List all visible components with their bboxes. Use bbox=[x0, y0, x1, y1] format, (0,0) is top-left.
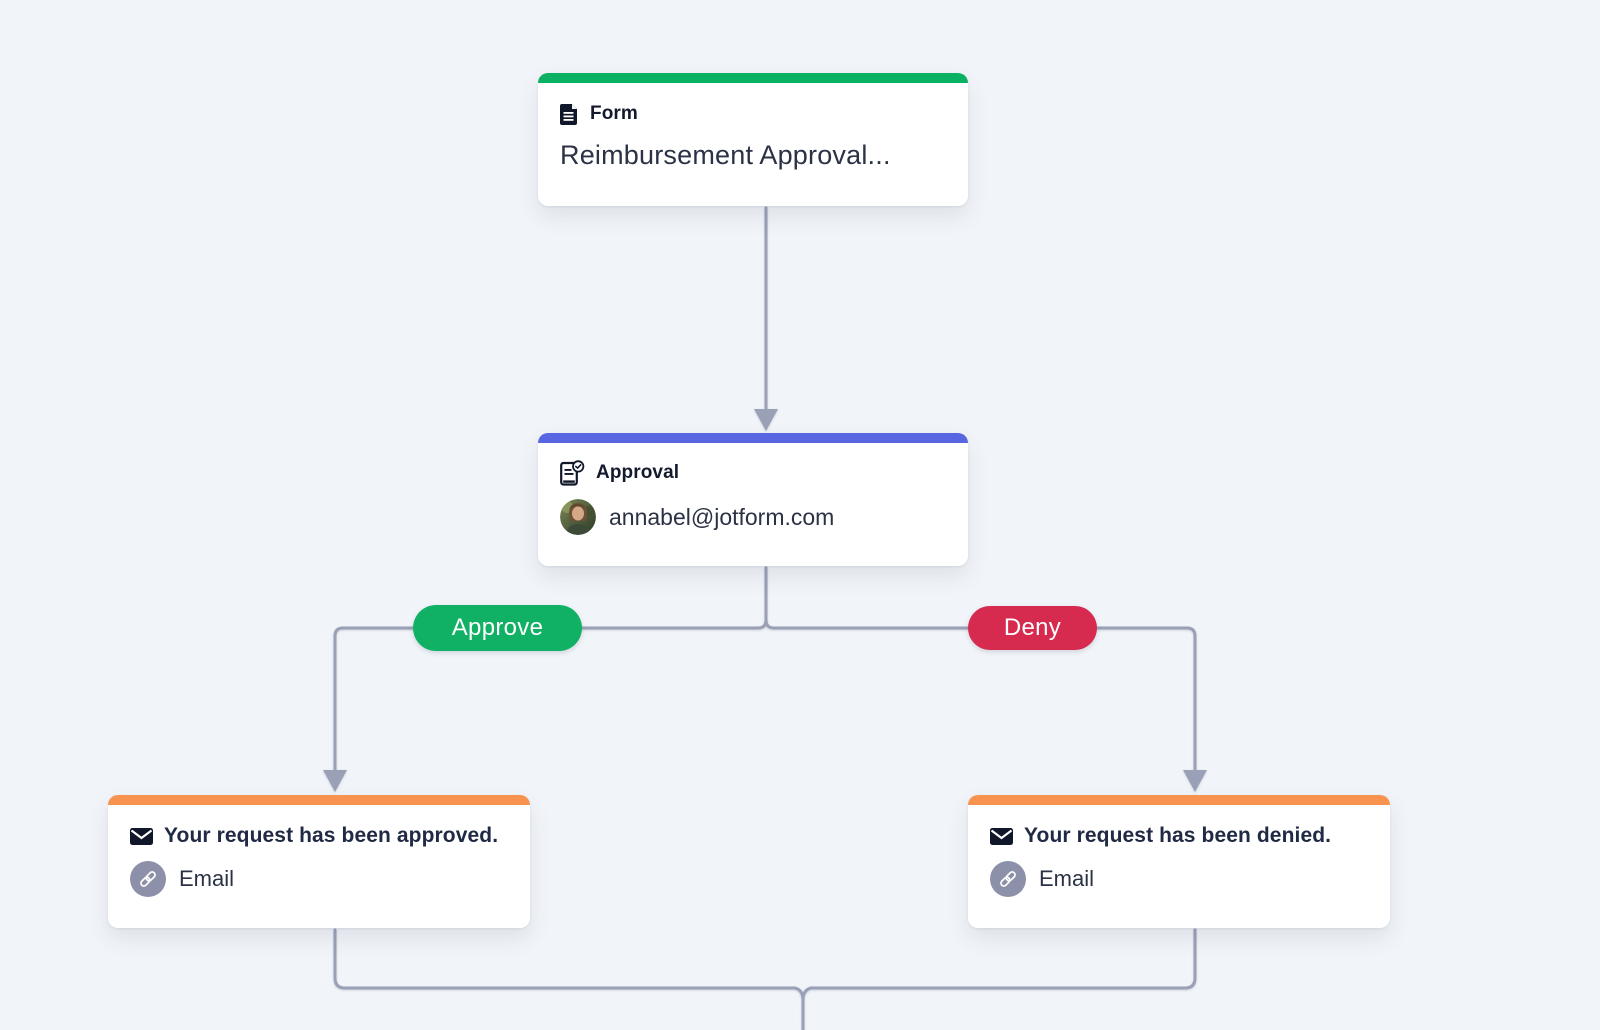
email-denied-action-row: Email bbox=[990, 861, 1368, 897]
email-approved-action-row: Email bbox=[130, 861, 508, 897]
email-approved-type-label: Email bbox=[179, 866, 235, 891]
form-node-body: Form Reimbursement Approval... bbox=[538, 83, 968, 189]
envelope-icon bbox=[990, 827, 1013, 845]
arrowhead-into-approved-email bbox=[323, 770, 347, 792]
email-denied-node-card[interactable]: Your request has been denied. Email bbox=[968, 795, 1390, 928]
connector-approved-to-merge bbox=[333, 928, 805, 1030]
email-denied-type-label: Email bbox=[1039, 866, 1095, 891]
arrowhead-into-denied-email bbox=[1183, 770, 1207, 792]
email-denied-title: Your request has been denied. bbox=[1024, 824, 1332, 847]
form-node-card[interactable]: Form Reimbursement Approval... bbox=[538, 73, 968, 206]
email-approved-node-card[interactable]: Your request has been approved. Email bbox=[108, 795, 530, 928]
email-denied-body: Your request has been denied. Email bbox=[968, 805, 1390, 915]
approval-assignee-row: annabel@jotform.com bbox=[560, 499, 946, 535]
form-accent-bar bbox=[538, 73, 968, 83]
approve-branch-pill[interactable]: Approve bbox=[413, 605, 582, 651]
approval-type-label: Approval bbox=[596, 462, 680, 483]
email-denied-accent-bar bbox=[968, 795, 1390, 805]
approval-accent-bar bbox=[538, 433, 968, 443]
connector-approval-to-deny bbox=[764, 566, 1197, 774]
email-approved-label-row: Your request has been approved. bbox=[130, 824, 508, 848]
approval-label-row: Approval bbox=[560, 460, 946, 486]
deny-branch-pill[interactable]: Deny bbox=[968, 606, 1097, 650]
email-approved-title: Your request has been approved. bbox=[164, 824, 499, 847]
envelope-icon bbox=[130, 827, 153, 845]
link-icon bbox=[130, 861, 166, 897]
arrowhead-into-approval bbox=[754, 409, 778, 431]
approval-node-card[interactable]: Approval bbox=[538, 433, 968, 566]
connector-denied-to-merge bbox=[801, 928, 1197, 1030]
approval-assignee-email: annabel@jotform.com bbox=[609, 503, 835, 530]
form-document-icon bbox=[560, 103, 577, 125]
annabel-avatar bbox=[560, 499, 596, 535]
connector-approval-to-approve bbox=[333, 566, 768, 774]
deny-branch-label: Deny bbox=[1003, 614, 1062, 641]
email-denied-label-row: Your request has been denied. bbox=[990, 824, 1368, 848]
link-icon bbox=[990, 861, 1026, 897]
form-title: Reimbursement Approval... bbox=[560, 140, 891, 170]
approval-node-body: Approval bbox=[538, 443, 968, 553]
approval-check-document-icon bbox=[560, 460, 585, 486]
form-type-label: Form bbox=[590, 103, 638, 124]
email-approved-body: Your request has been approved. Email bbox=[108, 805, 530, 915]
email-approved-accent-bar bbox=[108, 795, 530, 805]
form-label-row: Form bbox=[560, 103, 946, 125]
approve-branch-label: Approve bbox=[451, 614, 544, 641]
